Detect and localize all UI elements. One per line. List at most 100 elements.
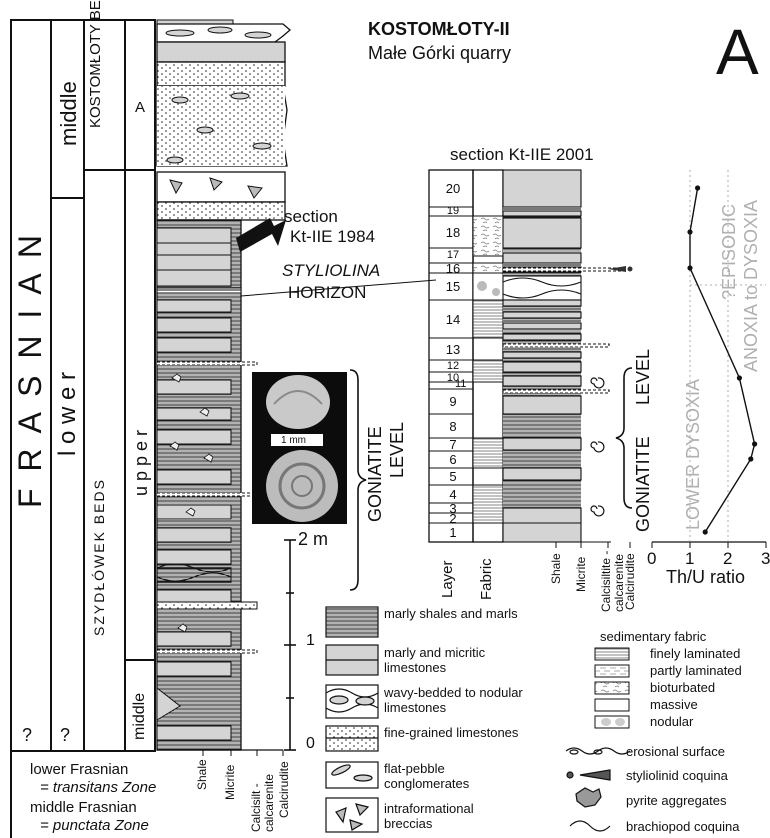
detail-label-micrite: Micrite	[574, 556, 588, 592]
goniatite-brace-main	[349, 369, 367, 591]
scale-mid-label: 1	[306, 632, 315, 649]
layer-label-3: 3	[449, 500, 457, 516]
szydlowek-middle-label: middle	[131, 692, 148, 740]
thu-point-layer-16	[687, 265, 693, 271]
layer-label-7: 7	[449, 436, 457, 452]
figure-title: KOSTOMŁOTY-II	[368, 19, 510, 39]
fossil-photo	[252, 372, 347, 524]
section-arrow	[236, 218, 286, 252]
layer-label-20: 20	[445, 180, 461, 196]
detail-section-title: section Kt-IIE 2001	[450, 145, 594, 164]
layer-label-10: 10	[446, 371, 460, 384]
thu-tick-3: 3	[761, 549, 770, 568]
thu-axis-label: Th/U ratio	[666, 567, 746, 587]
detail-label-fabric: Fabric	[478, 558, 495, 600]
goniatite-brace-detail	[615, 367, 633, 509]
detail-label-calcirudite: Calcirudite	[623, 553, 637, 610]
unknown-mark-substage: ?	[60, 725, 71, 745]
layer-label-5: 5	[449, 468, 457, 484]
legend-fabric-nodular: nodular	[650, 714, 694, 729]
layer-label-2: 2	[449, 510, 457, 526]
legend-item-fine-grained: fine-grained limestones	[384, 725, 519, 740]
fabric-axis-ticks	[202, 750, 284, 756]
layer-label-18: 18	[445, 224, 461, 240]
detail-label-layer: Layer	[439, 560, 456, 598]
zone-lower-frasnian: lower Frasnian	[30, 761, 129, 778]
substage-middle-label: middle	[56, 81, 81, 146]
legend-item-breccias: intraformational breccias	[384, 801, 474, 831]
goniatite-level-main-1: GONIATITE	[365, 426, 385, 522]
zone-transitans: = transitans Zone	[40, 779, 157, 796]
horizon-label: HORIZON	[288, 283, 367, 302]
thu-point-layer-18	[687, 229, 693, 235]
legend-fabric-partly: partly laminated	[650, 663, 742, 678]
legend-symbol-pyrite: pyrite aggregates	[626, 793, 727, 808]
layer-label-8: 8	[449, 418, 457, 434]
layer-label-4: 4	[449, 486, 457, 502]
legend-fabric-title: sedimentary fabric	[600, 629, 707, 644]
main-column	[156, 19, 437, 751]
thu-point-layer-20	[695, 185, 701, 191]
legend-symbol-styliolinid: styliolinid coquina	[626, 768, 728, 783]
stage-label: F R A S N I A N	[12, 231, 48, 508]
layer-label-9: 9	[449, 393, 457, 409]
axis-label-calcisilt: Calcisilt -calcarenite	[249, 773, 276, 832]
thu-tick-1: 1	[685, 549, 695, 568]
goniatite-level-main-2: LEVEL	[387, 421, 407, 478]
layer-label-16: 16	[445, 260, 461, 276]
detail-label-calcisiltite: Calcisiltite -calcarenite	[599, 550, 626, 612]
section-1984-label-1: section	[284, 207, 338, 226]
goniatite-level-detail-2: LEVEL	[633, 348, 653, 405]
legend-item-wavy-bedded: wavy-bedded to nodular limestones	[384, 685, 523, 715]
substage-lower-label: l o w e r	[54, 371, 81, 456]
szydlowek-upper-label: u p p e r	[131, 429, 151, 496]
layer-boundaries	[429, 206, 473, 524]
thu-point-layer-1	[702, 529, 708, 535]
legend-symbol-brachiopod: brachiopod coquina	[626, 819, 740, 834]
zone-anoxia: ANOXIA to DYSOXIA	[741, 199, 761, 372]
goniatite-level-detail-1: GONIATITE	[633, 436, 653, 532]
legend-item-flat-pebble: flat-pebble conglomerates	[384, 761, 470, 791]
legend-fabric-massive: massive	[650, 697, 698, 712]
legend-lithology-swatches	[325, 606, 379, 833]
thu-tick-0: 0	[647, 549, 657, 568]
strat-columns	[10, 19, 156, 838]
thu-point-layer-7	[752, 441, 758, 447]
thu-point-layer-10	[736, 375, 743, 381]
panel-letter: A	[716, 16, 759, 88]
detail-lithology	[502, 169, 611, 543]
scale-bar	[284, 539, 296, 751]
szydlowek-beds-label: SZYDŁÓWEK BEDS	[91, 478, 107, 636]
legend-fabric-bioturbated: bioturbated	[650, 680, 716, 695]
fabric-column	[472, 215, 504, 524]
thu-tick-2: 2	[723, 549, 733, 568]
figure-subtitle: Małe Górki quarry	[368, 43, 512, 63]
layer-label-12: 12	[446, 359, 460, 372]
detail-axis-ticks	[555, 542, 631, 548]
layer-label-13: 13	[445, 341, 461, 357]
unknown-mark-stage: ?	[22, 725, 33, 745]
zone-lower-dysoxia: LOWER DYSOXIA	[683, 378, 703, 530]
legend-item-marly-shales: marly shales and marls	[384, 606, 518, 621]
kostomloty-beds-label: KOSTOMŁOTY BEDS	[87, 0, 104, 128]
thu-chart	[651, 170, 767, 548]
zone-middle-frasnian: middle Frasnian	[30, 799, 137, 816]
legend-symbol-glyphs	[565, 747, 631, 832]
zone-episodic: ?EPISODIC	[719, 203, 739, 300]
layer-label-17: 17	[446, 248, 460, 261]
legend-symbol-erosional: erosional surface	[626, 744, 725, 759]
layer-label-11: 11	[455, 377, 467, 390]
layer-label-19: 19	[446, 204, 460, 217]
thu-point-layer-6	[748, 456, 754, 462]
axis-label-calcirudite: Calcirudite	[277, 761, 291, 818]
layer-label-14: 14	[445, 311, 461, 327]
photo-scale-label: 1 mm	[281, 435, 306, 446]
scale-top-label: 2 m	[298, 529, 329, 549]
legend-fabric-finely: finely laminated	[650, 646, 741, 661]
scale-bottom-label: 0	[306, 735, 315, 752]
axis-label-shale: Shale	[195, 759, 209, 790]
detail-label-shale: Shale	[549, 553, 563, 584]
styliolina-label: STYLIOLINA	[282, 261, 381, 280]
